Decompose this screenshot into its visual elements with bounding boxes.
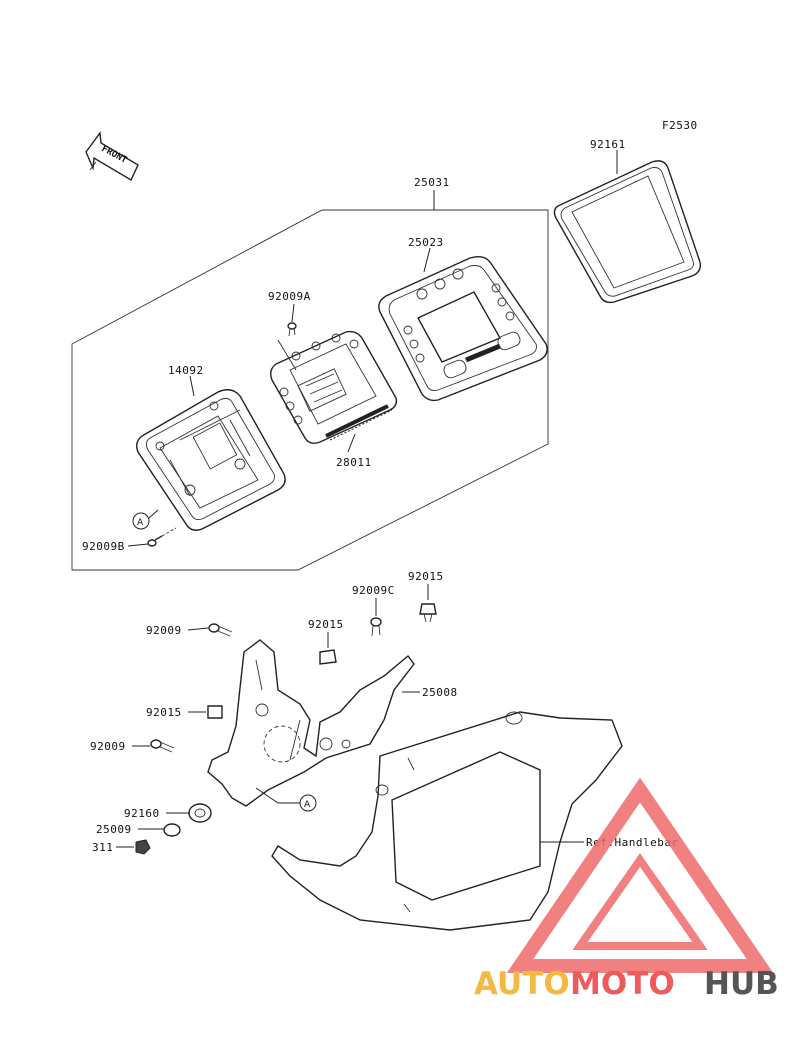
label-25009: 25009 (96, 823, 132, 836)
callout-a-lower: A (255, 787, 317, 812)
svg-text:A: A (137, 518, 144, 528)
grommet-92160 (188, 803, 212, 823)
automotohub-logo-icon (506, 777, 774, 973)
part-25008-meter-bracket (207, 639, 415, 807)
label-92009B: 92009B (82, 540, 125, 553)
label-28011: 28011 (336, 456, 372, 469)
label-92009-top: 92009 (146, 624, 182, 637)
screw-92009A (287, 322, 297, 337)
screw-92009C (370, 617, 382, 637)
assembly-outline (71, 209, 549, 571)
label-311: 311 (92, 841, 113, 854)
label-92161: 92161 (590, 138, 626, 151)
svg-text:MOTO: MOTO (570, 966, 675, 1002)
label-25031: 25031 (414, 176, 450, 189)
handlebar-cover (271, 711, 623, 931)
figure-code: F2530 (662, 119, 698, 132)
label-25023: 25023 (408, 236, 444, 249)
part-92161-lens-ring (553, 160, 702, 304)
clip-92015-left (207, 705, 223, 719)
collar-25009 (163, 823, 181, 837)
label-92009A: 92009A (268, 290, 311, 303)
part-14092-meter-housing (135, 389, 286, 531)
label-92015-left: 92015 (146, 706, 182, 719)
automotohub-watermark: AUTO MOTO HUB (474, 966, 779, 1002)
screw-92009-top (208, 623, 233, 637)
svg-text:HUB: HUB (704, 966, 779, 1002)
clip-92015-mid (319, 649, 337, 665)
svg-text:AUTO: AUTO (474, 966, 570, 1002)
part-28011-meter-board (269, 330, 398, 445)
label-92015-top: 92015 (408, 570, 444, 583)
screw-92009-left (150, 739, 175, 753)
label-14092: 14092 (168, 364, 204, 377)
part-25023-meter-face (378, 255, 548, 402)
label-92009-left: 92009 (90, 740, 126, 753)
label-92009C: 92009C (352, 584, 395, 597)
clip-92015-top (419, 603, 437, 623)
screw-92009B (147, 535, 163, 547)
label-92015-mid: 92015 (308, 618, 344, 631)
nut-311 (135, 839, 151, 855)
front-arrow-icon: FRONT (85, 131, 139, 181)
svg-text:A: A (304, 800, 311, 810)
label-92160: 92160 (124, 807, 160, 820)
callout-a-upper: A (132, 509, 159, 530)
label-25008: 25008 (422, 686, 458, 699)
